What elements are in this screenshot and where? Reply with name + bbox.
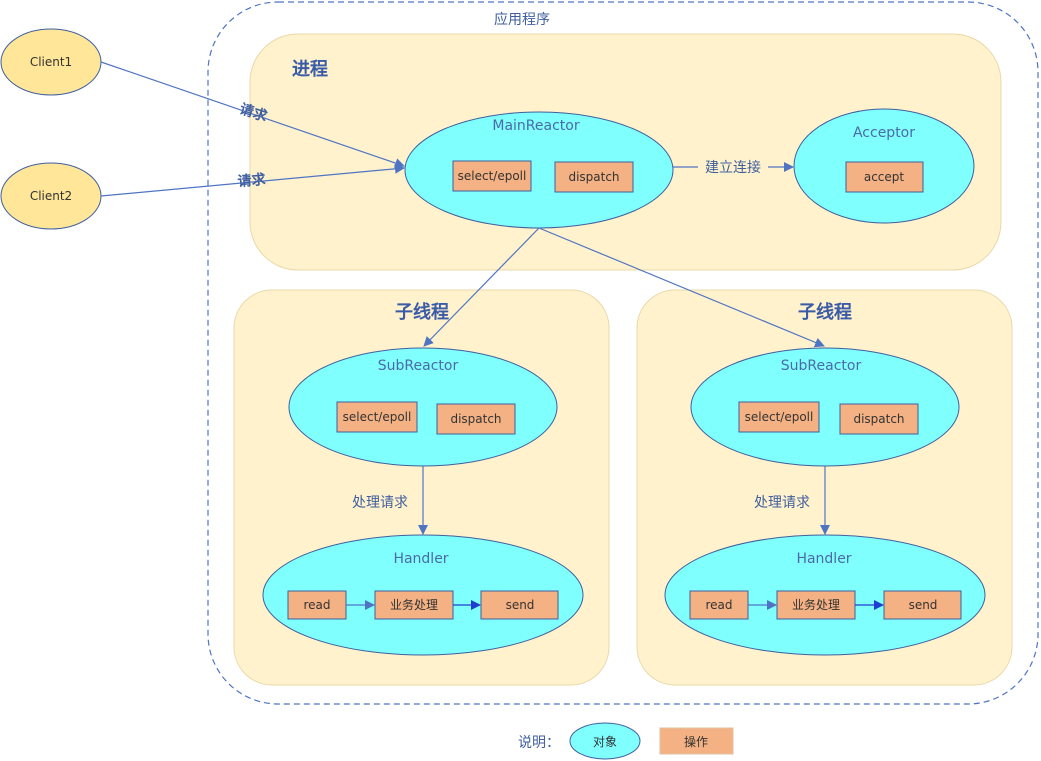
handler-right-op-send [883,590,962,620]
main-reactor-label: MainReactor [492,118,579,134]
handler-left-label: Handler [393,551,448,567]
main-reactor-op-dispatch [554,161,634,193]
handler-left-op-read [287,590,347,620]
handler-right-op-read [689,590,749,620]
client2-request-edge [100,163,405,197]
sub-reactor-right-op-dispatch-label: dispatch [853,412,904,426]
client1-label: Client1 [30,55,72,69]
main-reactor-op-select-label: select/epoll [458,169,527,183]
legend-label: 说明： [518,735,560,751]
sub-reactor-right-op-select [738,401,820,433]
legend-object-label: 对象 [593,735,617,749]
acceptor-op-accept [845,161,924,193]
application-title: 应用程序 [494,11,550,28]
handler-right-op-read-label: read [705,598,732,612]
sub-reactor-left-label: SubReactor [378,358,459,374]
main-reactor-op-dispatch-label: dispatch [568,170,619,184]
process-request-label-left: 处理请求 [352,495,408,511]
process-title: 进程 [292,59,328,80]
sub-reactor-left-op-select-label: select/epoll [343,410,412,424]
sub-reactor-left-op-dispatch [436,403,516,435]
legend-object-swatch [569,722,641,760]
handler-right-label: Handler [796,551,851,567]
acceptor-op-accept-label: accept [864,170,905,184]
legend-operation-label: 操作 [684,734,708,749]
application-boundary [207,1,1039,705]
sub-thread-title-left: 子线程 [395,301,449,323]
handler-right-op-send-label: send [909,598,938,612]
main-reactor-op-select [452,160,532,192]
legend-operation-swatch [659,727,734,755]
client1-request-edge [100,61,405,168]
sub-reactor-left-op-dispatch-label: dispatch [450,412,501,426]
client2-label: Client2 [30,189,72,203]
dispatch-edge-left [423,227,540,347]
acceptor-label: Acceptor [853,125,915,141]
sub-reactor-right-op-dispatch [839,403,919,435]
handler-left-op-read-label: read [303,598,330,612]
sub-thread-title-right: 子线程 [798,301,852,323]
client2-request-label: 请求 [237,171,267,190]
handler-right-op-business [776,590,856,620]
dispatch-edge-right [538,227,825,348]
establish-connection-label: 建立连接 [705,159,761,176]
sub-reactor-right-label: SubReactor [781,358,862,374]
sub-reactor-left-op-select [336,401,418,433]
establish-connection-label-bg [698,156,768,176]
sub-reactor-right-op-select-label: select/epoll [745,410,814,424]
handler-left-op-business-label: 业务处理 [390,597,438,612]
handler-left-op-send [480,590,559,620]
handler-right-op-business-label: 业务处理 [792,597,840,612]
process-request-label-right: 处理请求 [754,495,810,511]
handler-left-op-send-label: send [506,598,535,612]
